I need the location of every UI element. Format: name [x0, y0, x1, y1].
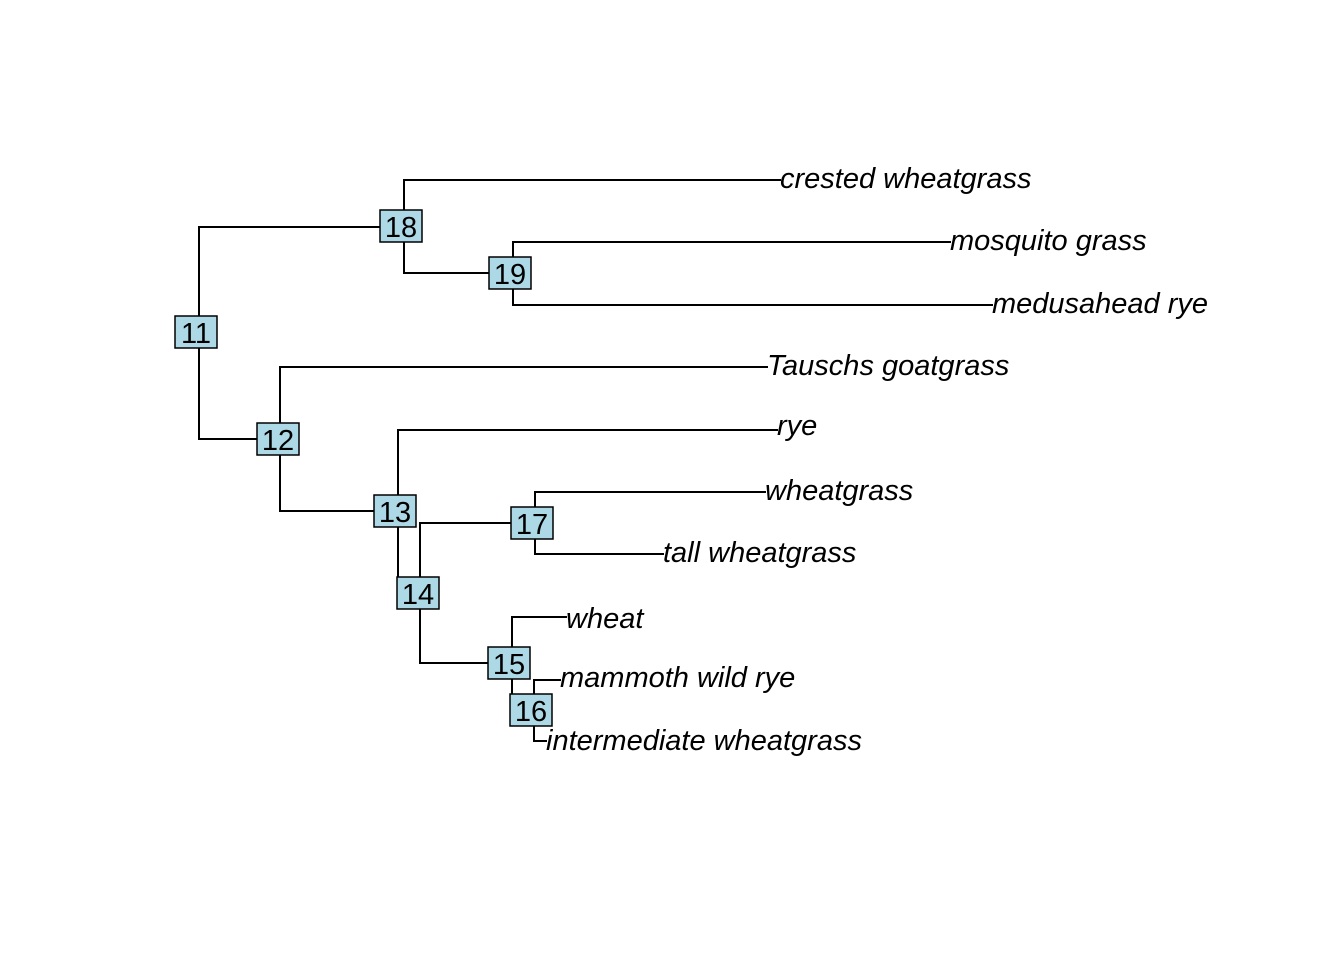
edge-19-mosquito-grass — [512, 241, 951, 274]
node-box — [256, 422, 300, 456]
node-box — [174, 315, 218, 349]
node-label: 11 — [181, 318, 211, 350]
node-box — [379, 209, 423, 243]
tip-label: Tauschs goatgrass — [767, 350, 1009, 382]
node-label: 13 — [379, 497, 411, 529]
edge-14-17 — [419, 522, 536, 594]
node-box — [487, 646, 531, 680]
tip-label: mammoth wild rye — [560, 662, 795, 694]
node-box — [488, 256, 532, 290]
node-box — [396, 576, 440, 610]
node-16: 16 — [509, 693, 553, 728]
edge-17-wheatgrass — [534, 491, 766, 524]
tip-label: wheatgrass — [765, 475, 913, 507]
tip-label: wheat — [566, 603, 645, 635]
tree-edges — [198, 179, 993, 742]
tip-label: mosquito grass — [950, 225, 1147, 257]
node-14: 14 — [396, 576, 440, 611]
node-18: 18 — [379, 209, 423, 244]
internal-nodes: 11 12 13 14 17 15 16 18 — [174, 209, 554, 728]
edge-11-18 — [198, 226, 405, 334]
node-13: 13 — [373, 494, 417, 529]
tip-label: medusahead rye — [992, 288, 1208, 320]
edge-18-crested-wheatgrass — [403, 179, 781, 228]
node-label: 17 — [516, 509, 548, 541]
edge-12-13 — [279, 438, 399, 512]
node-15: 15 — [487, 646, 531, 681]
node-label: 18 — [385, 212, 417, 244]
node-box — [509, 693, 553, 727]
node-11: 11 — [174, 315, 218, 350]
edge-14-15 — [419, 592, 513, 664]
tip-label: intermediate wheatgrass — [546, 725, 862, 757]
edge-11-12 — [198, 332, 281, 440]
node-label: 12 — [262, 425, 294, 457]
edge-12-tauschs-goatgrass — [279, 366, 768, 440]
node-box — [510, 506, 554, 540]
tip-label: crested wheatgrass — [780, 163, 1031, 195]
tip-label: rye — [777, 410, 817, 442]
node-label: 19 — [494, 259, 526, 291]
node-label: 15 — [493, 649, 525, 681]
edge-19-medusahead-rye — [512, 272, 993, 306]
node-12: 12 — [256, 422, 300, 457]
tip-labels: crested wheatgrass mosquito grass medusa… — [546, 163, 1208, 757]
node-box — [373, 494, 417, 528]
node-17: 17 — [510, 506, 554, 541]
edge-13-rye — [397, 429, 778, 512]
node-19: 19 — [488, 256, 532, 291]
node-label: 14 — [402, 579, 434, 611]
edge-17-tall-wheatgrass — [534, 522, 664, 555]
tip-label: tall wheatgrass — [663, 537, 856, 569]
node-label: 16 — [515, 696, 547, 728]
